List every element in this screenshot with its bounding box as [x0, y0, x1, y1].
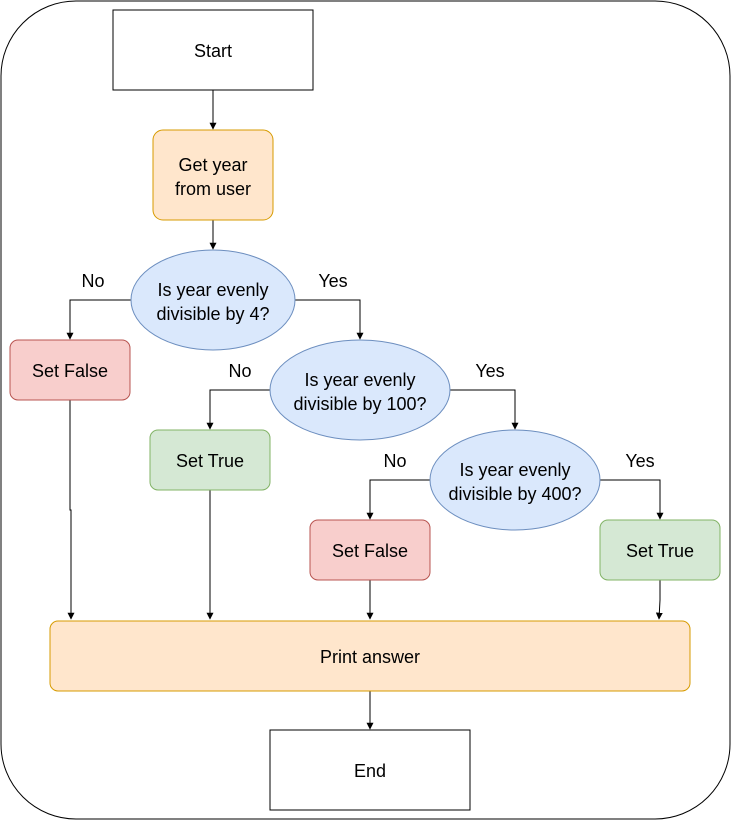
edge-set-true-2-to-print [655, 580, 663, 620]
node-set-true-2-label: Set True [626, 541, 694, 561]
node-div4-decision[interactable]: Is year evenly divisible by 4? [130, 249, 296, 351]
node-set-false-1[interactable]: Set False [9, 339, 131, 401]
node-div4-label-line1: Is year evenly [157, 280, 268, 300]
node-div100-decision[interactable]: Is year evenly divisible by 100? [269, 339, 451, 441]
edges [66, 90, 664, 730]
node-get-year[interactable]: Get year from user [152, 129, 274, 221]
edge-div400-yes [600, 479, 664, 520]
node-get-year-label-line1: Get year [178, 155, 247, 175]
node-set-false-1-label: Set False [32, 361, 108, 381]
node-div100-label-line2: divisible by 100? [293, 394, 426, 414]
edge-div4-yes [295, 299, 364, 340]
label-div400-yes: Yes [625, 451, 654, 471]
edge-set-false-1-to-print [67, 400, 75, 620]
node-set-false-2[interactable]: Set False [309, 519, 431, 581]
label-div400-no: No [383, 451, 406, 471]
edge-div4-no [66, 299, 131, 340]
node-set-true-2[interactable]: Set True [599, 519, 721, 581]
label-div4-yes: Yes [318, 271, 347, 291]
edge-div100-no [206, 389, 270, 430]
node-end-label: End [354, 761, 386, 781]
node-start-label: Start [194, 41, 232, 61]
node-end[interactable]: End [269, 729, 471, 811]
label-div100-no: No [228, 361, 251, 381]
node-set-false-2-label: Set False [332, 541, 408, 561]
node-print-answer-label: Print answer [320, 647, 420, 667]
node-get-year-label-line2: from user [175, 179, 251, 199]
node-div400-label-line1: Is year evenly [459, 460, 570, 480]
node-set-true-1-label: Set True [176, 451, 244, 471]
node-start[interactable]: Start [112, 9, 314, 91]
node-print-answer[interactable]: Print answer [49, 620, 691, 692]
edge-div400-no [366, 479, 430, 520]
edge-div100-yes [450, 389, 519, 430]
label-div4-no: No [81, 271, 104, 291]
node-set-true-1[interactable]: Set True [149, 429, 271, 491]
node-div400-label-line2: divisible by 400? [448, 484, 581, 504]
node-div400-decision[interactable]: Is year evenly divisible by 400? [429, 429, 601, 531]
label-div100-yes: Yes [475, 361, 504, 381]
node-div4-label-line2: divisible by 4? [156, 304, 269, 324]
node-div100-label-line1: Is year evenly [304, 370, 415, 390]
